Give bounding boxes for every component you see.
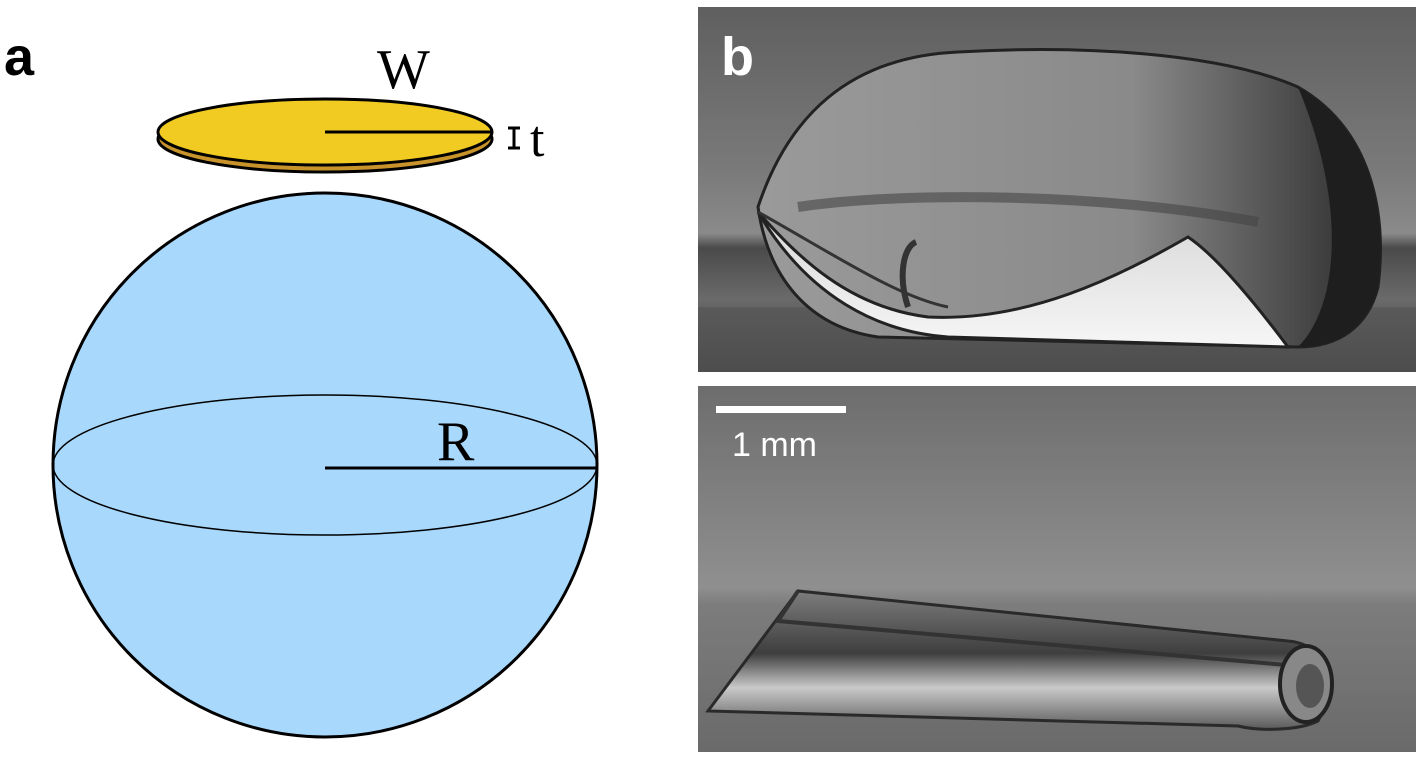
sphere-equator	[52, 394, 598, 536]
curled-sheet-photo	[698, 7, 1416, 372]
disk-sphere-diagram: W t R	[51, 39, 599, 739]
sphere-radius-label: R	[437, 411, 475, 473]
scale-bar	[716, 406, 846, 413]
scale-bar-label: 1 mm	[732, 426, 817, 464]
rolled-sheet-photo	[698, 386, 1416, 752]
panel-label-b: b	[721, 27, 754, 87]
thickness-bracket	[508, 126, 520, 150]
disk	[156, 97, 494, 174]
sphere	[51, 191, 599, 739]
disk-thickness-label: t	[530, 111, 545, 168]
disk-width-label: W	[377, 39, 430, 101]
panel-label-a: a	[4, 27, 35, 87]
